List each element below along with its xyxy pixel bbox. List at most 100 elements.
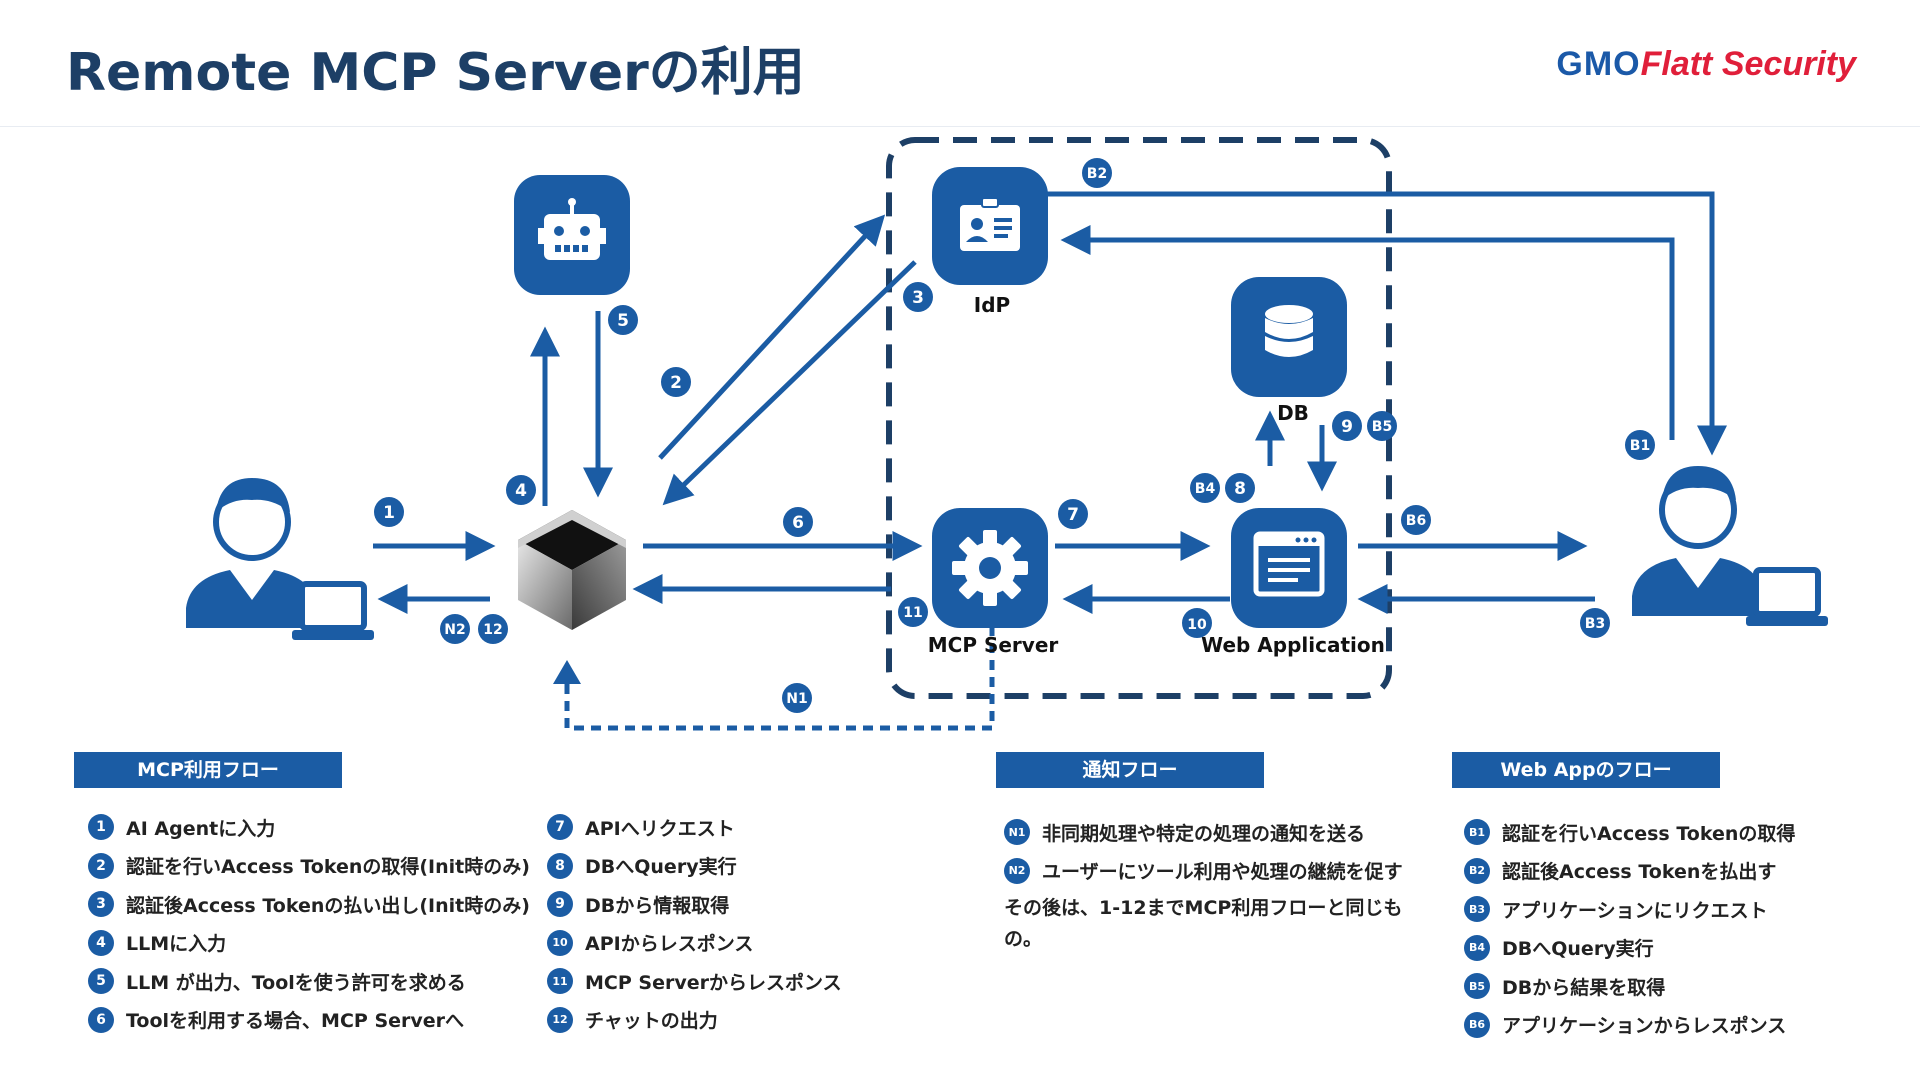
step-description: 認証後Access Tokenの払い出し(Init時のみ) bbox=[126, 894, 530, 917]
llm-robot-node bbox=[514, 175, 630, 295]
step-description: APIへリクエスト bbox=[585, 817, 735, 840]
list-item: 9 DBから情報取得 bbox=[547, 885, 842, 924]
flow-arrows bbox=[373, 191, 1727, 614]
badge-7: 7 bbox=[1058, 499, 1088, 529]
badge-5: 5 bbox=[608, 305, 638, 335]
step-description: MCP Serverからレスポンス bbox=[585, 971, 842, 994]
list-item: B4 DBへQuery実行 bbox=[1464, 929, 1795, 968]
svg-text:10: 10 bbox=[1187, 617, 1207, 633]
badge-10: 10 bbox=[1182, 608, 1212, 638]
svg-text:11: 11 bbox=[903, 605, 922, 621]
step-description: チャットの出力 bbox=[585, 1010, 718, 1033]
svg-text:B4: B4 bbox=[1195, 481, 1216, 497]
svg-text:8: 8 bbox=[1234, 479, 1246, 499]
db-node: DB bbox=[1231, 277, 1347, 425]
badge-n1: N1 bbox=[782, 683, 812, 713]
badge-9: 9 bbox=[1332, 411, 1362, 441]
step-number-badge: B4 bbox=[1464, 934, 1490, 961]
badge-11: 11 bbox=[898, 597, 928, 627]
step-number-badge: 3 bbox=[88, 891, 114, 918]
step-number-badge: N2 bbox=[1004, 857, 1030, 884]
list-item: N1 非同期処理や特定の処理の通知を送る bbox=[1004, 813, 1403, 852]
step-description: LLMに入力 bbox=[126, 933, 227, 956]
list-item: 12 チャットの出力 bbox=[547, 1001, 842, 1040]
database-icon bbox=[1265, 305, 1313, 357]
step-number-badge: 10 bbox=[547, 929, 573, 956]
svg-text:1: 1 bbox=[383, 503, 395, 523]
list-item: N2 ユーザーにツール利用や処理の継続を促す bbox=[1004, 852, 1403, 891]
notify-flow-list: N1 非同期処理や特定の処理の通知を送る N2 ユーザーにツール利用や処理の継続を促す bbox=[1004, 813, 1403, 890]
step-description: DBから情報取得 bbox=[585, 894, 730, 917]
badge-12: 12 bbox=[478, 614, 508, 644]
web-app-label: Web Application bbox=[1201, 633, 1385, 657]
step-description: DBへQuery実行 bbox=[1502, 938, 1654, 961]
step-number-badge: 5 bbox=[88, 968, 114, 995]
step-number-badge: B1 bbox=[1464, 819, 1490, 846]
step-description: LLM が出力、Toolを使う許可を求める bbox=[126, 971, 466, 994]
db-label: DB bbox=[1277, 401, 1309, 425]
step-description: アプリケーションからレスポンス bbox=[1502, 1015, 1787, 1038]
svg-text:B3: B3 bbox=[1585, 616, 1605, 632]
svg-text:9: 9 bbox=[1341, 417, 1353, 437]
arrow-n1-head bbox=[553, 660, 581, 684]
svg-text:N2: N2 bbox=[444, 622, 465, 638]
step-number-badge: B2 bbox=[1464, 857, 1490, 884]
idp-node: IdP bbox=[932, 167, 1048, 317]
architecture-diagram: IdP DB MCP Server bbox=[186, 137, 1828, 731]
svg-text:7: 7 bbox=[1067, 505, 1079, 525]
step-description: 非同期処理や特定の処理の通知を送る bbox=[1042, 822, 1366, 845]
arrow-3 bbox=[662, 260, 917, 506]
idp-label: IdP bbox=[974, 293, 1010, 317]
person-icon bbox=[186, 478, 318, 628]
arrow-n1 bbox=[564, 626, 995, 731]
laptop-icon bbox=[1746, 567, 1828, 626]
step-description: DBから結果を取得 bbox=[1502, 976, 1666, 999]
laptop-icon bbox=[292, 581, 374, 640]
step-number-badge: 4 bbox=[88, 929, 114, 956]
badge-b2: B2 bbox=[1082, 158, 1112, 188]
mcp-flow-heading: MCP利用フロー bbox=[74, 752, 342, 788]
arrow-b1 bbox=[1060, 225, 1675, 440]
svg-text:B6: B6 bbox=[1406, 513, 1426, 529]
user-left bbox=[186, 478, 374, 640]
badge-n2: N2 bbox=[440, 614, 470, 644]
list-item: 7 APIへリクエスト bbox=[547, 808, 842, 847]
badge-b6: B6 bbox=[1401, 505, 1431, 535]
step-number-badge: 11 bbox=[547, 968, 573, 995]
badge-8: 8 bbox=[1225, 473, 1255, 503]
arrow-2 bbox=[658, 214, 886, 460]
step-number-badge: 6 bbox=[88, 1006, 114, 1033]
badge-3: 3 bbox=[903, 282, 933, 312]
badge-b4: B4 bbox=[1190, 473, 1220, 503]
step-number-badge: N1 bbox=[1004, 819, 1030, 846]
browser-window-icon bbox=[1253, 531, 1325, 597]
step-number-badge: 8 bbox=[547, 852, 573, 879]
badge-6: 6 bbox=[783, 507, 813, 537]
step-number-badge: 2 bbox=[88, 852, 114, 879]
step-number-badge: 7 bbox=[547, 814, 573, 841]
page-title: Remote MCP Serverの利用 bbox=[66, 43, 805, 103]
step-number-badge: 12 bbox=[547, 1006, 573, 1033]
svg-text:B2: B2 bbox=[1087, 166, 1107, 182]
id-card-icon bbox=[960, 197, 1020, 251]
svg-text:B5: B5 bbox=[1372, 419, 1392, 435]
person-icon bbox=[1632, 466, 1764, 616]
badge-b5: B5 bbox=[1367, 411, 1397, 441]
step-description: ユーザーにツール利用や処理の継続を促す bbox=[1042, 861, 1403, 884]
notify-flow-heading: 通知フロー bbox=[996, 752, 1264, 788]
list-item: 4 LLMに入力 bbox=[88, 924, 530, 963]
step-number-badge: 9 bbox=[547, 891, 573, 918]
list-item: 11 MCP Serverからレスポンス bbox=[547, 962, 842, 1001]
step-description: Toolを利用する場合、MCP Serverへ bbox=[126, 1010, 465, 1033]
badge-1: 1 bbox=[374, 497, 404, 527]
arrow-b2 bbox=[1020, 191, 1727, 456]
svg-text:N1: N1 bbox=[786, 691, 807, 707]
svg-text:2: 2 bbox=[670, 373, 682, 393]
mcp-server-node: MCP Server bbox=[928, 508, 1058, 657]
